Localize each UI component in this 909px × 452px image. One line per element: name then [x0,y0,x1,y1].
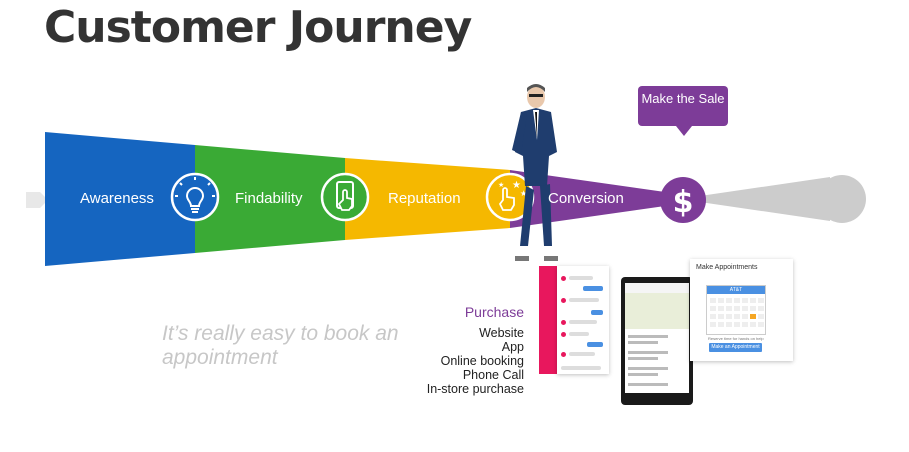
purchase-item-phone-call: Phone Call [462,368,524,382]
purchase-item-website: Website [479,326,524,340]
dollar-icon: $ [660,177,706,223]
appointment-screenshot: Make Appointments AT&T Reserve time for … [690,259,793,361]
end-circle [818,175,866,223]
purchase-item-app: App [501,340,524,354]
page-title: Customer Journey [44,2,472,53]
appointment-header: Make Appointments [696,264,758,271]
tagline: It’s really easy to book an appointment [162,322,399,369]
stage-label-awareness: Awareness [80,190,154,207]
stage-label-conversion: Conversion [548,190,624,207]
svg-text:★: ★ [512,180,521,191]
lightbulb-icon [170,172,220,222]
svg-text:★: ★ [498,181,504,189]
end-cone [700,177,830,221]
purchase-item-online-booking: Online booking [440,354,524,368]
chat-app-screenshot [557,266,609,374]
stage-label-findability: Findability [235,190,303,207]
phone-map-screenshot [621,277,693,405]
svg-text:★: ★ [520,189,527,198]
pink-accent-bar [539,266,559,374]
stage-reputation-segment [345,158,510,240]
smartphone-touch-icon [320,172,370,222]
calendar-widget: AT&T [706,285,766,335]
calendar-header: AT&T [707,286,765,294]
make-appointment-button[interactable]: Make an Appointment [709,343,762,352]
hand-click-stars-icon: ★ ★ ★ [485,172,535,222]
businessman-illustration [512,84,558,261]
make-the-sale-bubble: Make the Sale [638,86,728,136]
purchase-channels-list: Website App Online booking Phone Call In… [400,326,524,396]
stage-awareness-segment [45,132,195,266]
appointment-note: Reserve time for hands on help [708,336,764,341]
purchase-title: Purchase [464,304,524,320]
entry-arrow [26,192,48,208]
stage-findability-segment [195,145,345,253]
purchase-item-in-store: In-store purchase [426,382,524,396]
stage-label-reputation: Reputation [388,190,461,207]
svg-text:$: $ [673,185,694,220]
